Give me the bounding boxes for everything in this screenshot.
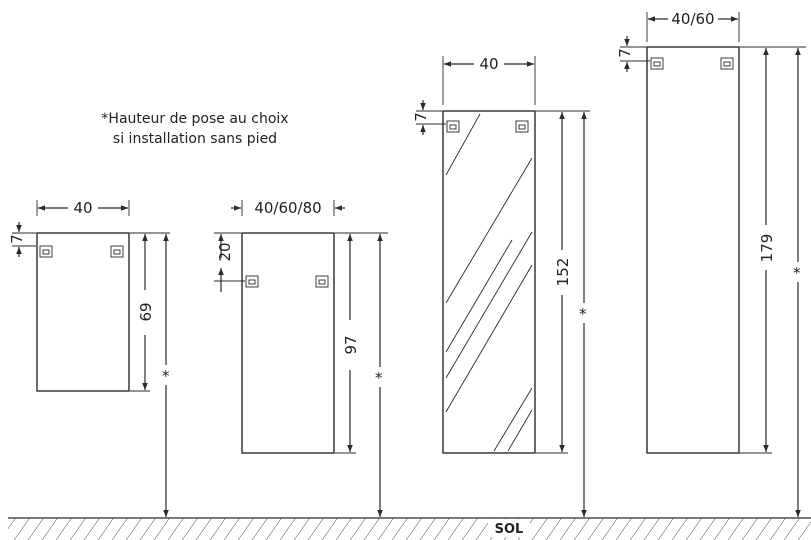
cabinet-3-floor-label: * xyxy=(579,305,587,323)
cabinet-3-body xyxy=(442,110,536,454)
cabinet-2-body xyxy=(241,232,335,454)
floor: SOL xyxy=(8,517,811,540)
cabinet-1-body xyxy=(36,232,130,392)
cabinet-1-top-offset-label: 7 xyxy=(8,234,26,244)
cabinet-2-hanger-left xyxy=(245,275,259,288)
cabinet-3-mirror: 40 7 152 * xyxy=(412,55,590,517)
cabinet-1-floor-label: * xyxy=(162,367,170,385)
cabinet-4: 40/60 7 179 * xyxy=(616,10,806,517)
cabinet-4-hanger-right xyxy=(720,57,734,70)
cabinet-4-floor-label: * xyxy=(793,264,801,282)
cabinet-4-width-label: 40/60 xyxy=(671,10,714,28)
cabinet-1-hanger-right xyxy=(110,245,124,258)
floor-label: SOL xyxy=(495,522,524,537)
cabinet-4-body xyxy=(646,46,740,454)
cabinet-2-top-offset-label: 20 xyxy=(216,242,234,261)
installation-note-line1: *Hauteur de pose au choix xyxy=(101,111,288,127)
cabinet-3-top-offset-label: 7 xyxy=(412,112,430,122)
cabinet-4-top-offset-label: 7 xyxy=(616,48,634,58)
cabinet-3-hanger-left xyxy=(446,120,460,133)
installation-note-line2: si installation sans pied xyxy=(113,131,277,147)
cabinet-1-width-label: 40 xyxy=(73,199,92,217)
cabinet-2: 40/60/80 20 97 * xyxy=(214,199,388,517)
cabinet-2-height-label: 97 xyxy=(342,335,360,354)
cabinet-4-hanger-left xyxy=(650,57,664,70)
cabinet-3-hanger-right xyxy=(515,120,529,133)
cabinet-4-height-label: 179 xyxy=(758,234,776,263)
cabinet-2-hanger-right xyxy=(315,275,329,288)
cabinet-2-floor-label: * xyxy=(375,369,383,387)
floor-hatch xyxy=(8,518,811,540)
cabinet-1-height-label: 69 xyxy=(137,302,155,321)
cabinet-3-height-label: 152 xyxy=(554,258,572,287)
cabinet-2-width-label: 40/60/80 xyxy=(254,199,321,217)
cabinet-1: 40 7 69 * xyxy=(8,199,170,517)
cabinet-3-width-label: 40 xyxy=(479,55,498,73)
cabinet-1-hanger-left xyxy=(39,245,53,258)
